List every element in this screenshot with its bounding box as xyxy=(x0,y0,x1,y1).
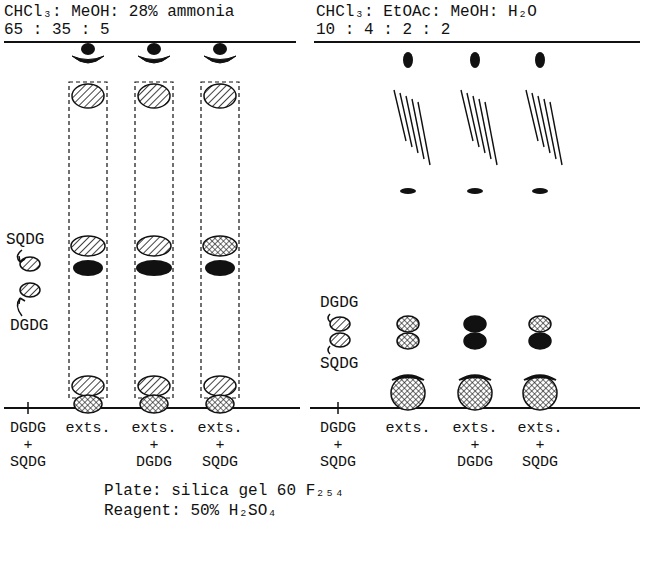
tlc-spot xyxy=(392,375,424,380)
tlc-spot xyxy=(529,316,551,332)
lane-label: exts. + DGDG xyxy=(131,420,176,471)
streak xyxy=(467,93,479,147)
streak xyxy=(550,102,562,165)
tlc-spot xyxy=(203,236,237,256)
tlc-spot xyxy=(147,43,161,55)
extract-lanes xyxy=(391,52,562,410)
tlc-spot xyxy=(397,333,419,349)
tlc-spot xyxy=(458,376,492,410)
streak xyxy=(526,90,538,141)
streak xyxy=(394,90,406,141)
tlc-spot xyxy=(138,84,170,108)
tlc-spot xyxy=(81,43,95,55)
tlc-spot xyxy=(206,395,234,413)
tlc-spot xyxy=(72,376,104,396)
streak xyxy=(412,99,424,159)
streak xyxy=(544,99,556,159)
lane-label: exts. xyxy=(385,420,430,437)
tlc-spot xyxy=(204,376,236,396)
tlc-spot xyxy=(523,376,557,410)
tlc-spot xyxy=(464,316,486,332)
tlc-spot xyxy=(73,260,103,276)
lane-label: exts. + DGDG xyxy=(452,420,497,471)
tlc-spot xyxy=(136,260,172,276)
tlc-spot xyxy=(138,376,170,396)
streak xyxy=(479,99,491,159)
spot-label: SQDG xyxy=(6,231,44,249)
tlc-spot xyxy=(213,43,227,55)
streak xyxy=(532,93,544,147)
lane-label: DGDG + SQDG xyxy=(10,420,46,471)
tlc-spot xyxy=(71,236,105,256)
streak xyxy=(461,90,473,141)
solvent-header: CHCl₃: EtOAc: MeOH: H₂O xyxy=(316,3,537,21)
spot-label: SQDG xyxy=(320,355,358,373)
streak xyxy=(406,96,418,153)
tlc-spot xyxy=(72,56,104,63)
tlc-spot xyxy=(205,260,235,276)
streak xyxy=(485,102,497,165)
reagent-note: Reagent: 50% H₂SO₄ xyxy=(104,502,277,520)
tlc-spot xyxy=(391,376,425,410)
tlc-spot xyxy=(403,52,413,68)
tlc-spot xyxy=(529,333,551,349)
solvent-header: CHCl₃: MeOH: 28% ammonia xyxy=(4,3,234,21)
solvent-ratio: 10 : 4 : 2 : 2 xyxy=(316,21,450,39)
standard-spots xyxy=(17,250,40,316)
tlc-spot xyxy=(397,316,419,332)
tlc-spot xyxy=(138,56,170,63)
tlc-spot xyxy=(74,395,102,413)
lane-label: DGDG + SQDG xyxy=(320,420,356,471)
streak xyxy=(400,93,412,147)
tlc-spot xyxy=(400,188,416,194)
lane-label: exts. + SQDG xyxy=(517,420,562,471)
tlc-spot xyxy=(204,84,236,108)
lane-outline xyxy=(135,82,173,398)
tlc-spot xyxy=(535,52,545,68)
tlc-spot xyxy=(532,188,548,194)
lane-label: exts. xyxy=(65,420,110,437)
tlc-spot xyxy=(464,333,486,349)
tlc-spot xyxy=(470,52,480,68)
spot-label: DGDG xyxy=(320,294,358,312)
spot-label: DGDG xyxy=(10,317,48,335)
tlc-spot xyxy=(459,375,491,380)
tlc-spot xyxy=(72,84,104,108)
streak xyxy=(473,96,485,153)
extract-lanes xyxy=(69,43,239,413)
plate-lines xyxy=(4,42,640,414)
lane-label: exts. + SQDG xyxy=(197,420,242,471)
tlc-spot xyxy=(140,395,168,413)
tlc-spot xyxy=(524,375,556,380)
lane-outline xyxy=(69,82,107,398)
solvent-ratio: 65 : 35 : 5 xyxy=(4,21,110,39)
standard-spots xyxy=(328,314,350,354)
tlc-spot xyxy=(467,188,483,194)
plate-note: Plate: silica gel 60 F₂₅₄ xyxy=(104,482,344,500)
lane-outline xyxy=(201,82,239,398)
tlc-spot xyxy=(204,56,236,63)
streak xyxy=(538,96,550,153)
tlc-spot xyxy=(137,236,171,256)
streak xyxy=(418,102,430,165)
